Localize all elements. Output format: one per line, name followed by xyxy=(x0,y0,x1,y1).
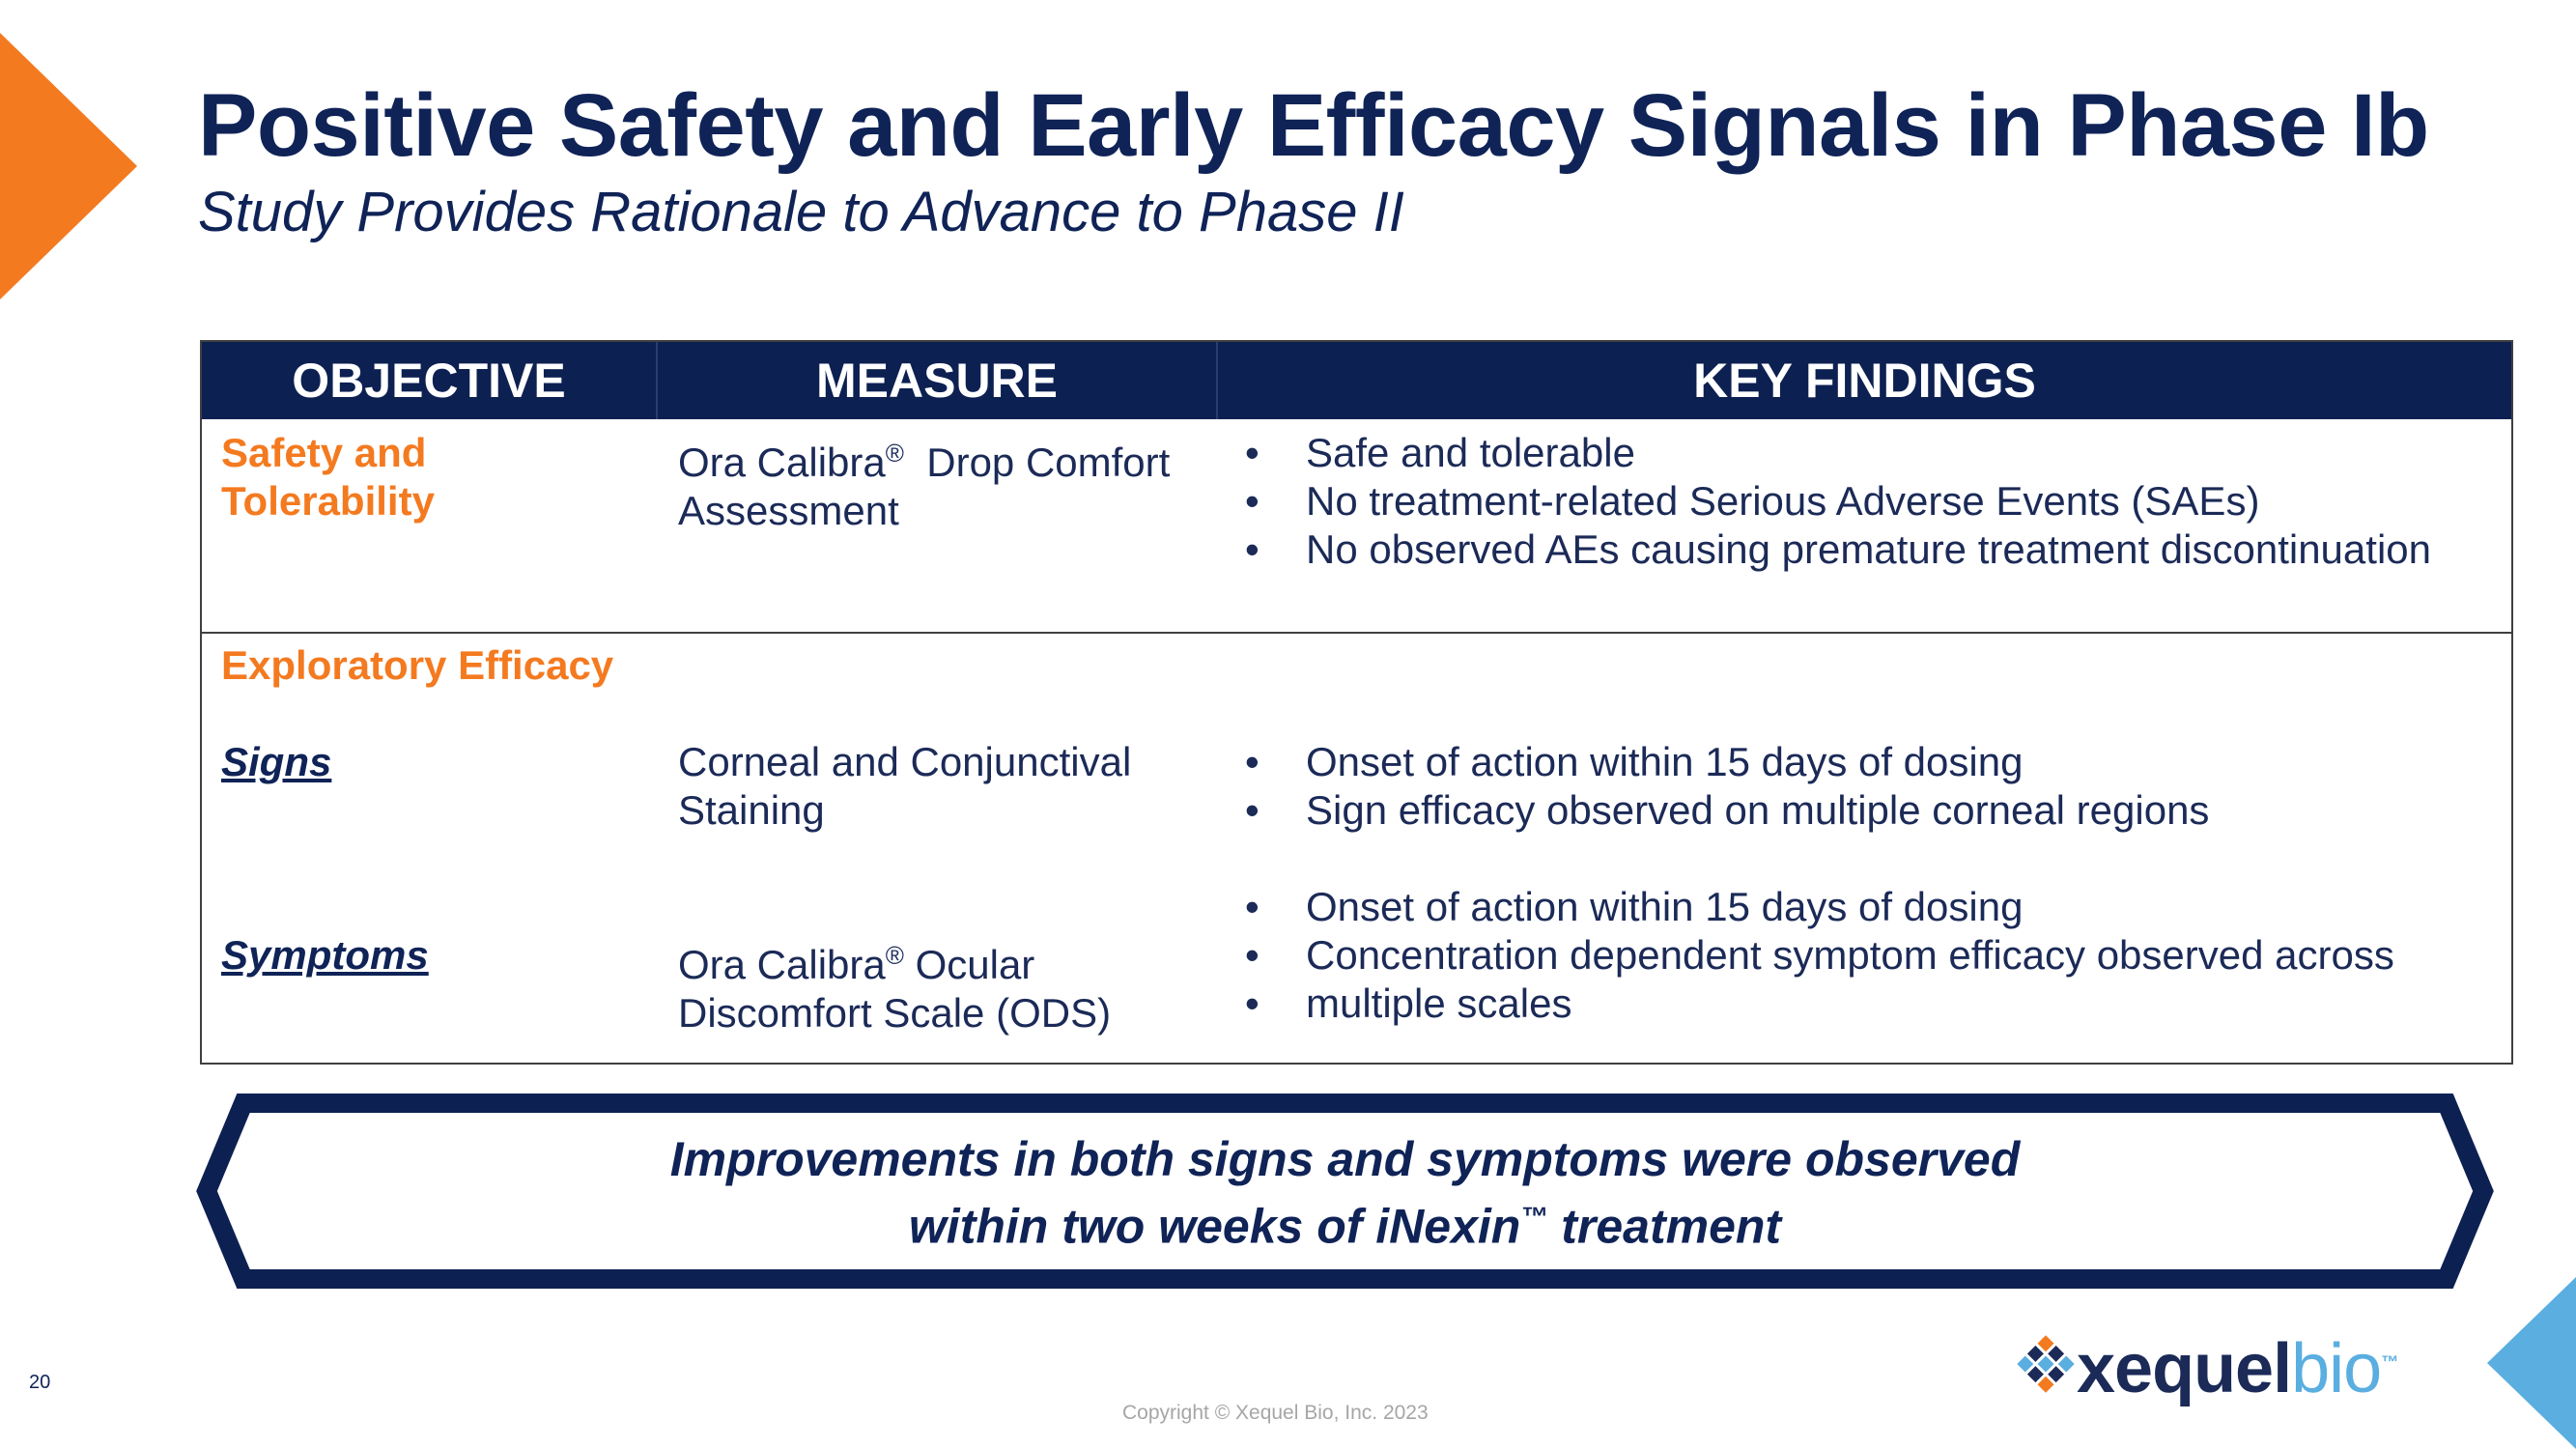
list-item: Concentration dependent symptom efficacy… xyxy=(1235,931,2394,980)
logo-wordmark: xequelbio™ xyxy=(2077,1323,2398,1407)
measure-text: Drop Comfort xyxy=(903,440,1171,485)
blue-corner-triangle xyxy=(2487,1277,2576,1449)
objective-safety-line2: Tolerability xyxy=(221,478,435,524)
orange-corner-triangle xyxy=(0,33,137,299)
findings-safety-list: Safe and tolerable No treatment-related … xyxy=(1235,429,2431,574)
measure-drop-comfort-line2: Assessment xyxy=(678,488,899,533)
findings-symptoms-list: Onset of action within 15 days of dosing… xyxy=(1235,883,2394,1028)
summary-banner-frame xyxy=(196,1094,2494,1289)
measure-drop-comfort: Ora Calibra® Drop Comfort Assessment xyxy=(678,429,1170,535)
summary-banner-text: Improvements in both signs and symptoms … xyxy=(193,1130,2497,1256)
measure-staining-line1: Corneal and Conjunctival xyxy=(678,739,1132,784)
objective-signs: Signs xyxy=(221,739,332,784)
logo-text-bio: bio xyxy=(2291,1330,2382,1407)
logo-diamond-icon xyxy=(2017,1335,2075,1393)
findings-table: OBJECTIVE MEASURE KEY FINDINGS Safety an… xyxy=(200,340,2513,1065)
page-number: 20 xyxy=(29,1372,51,1393)
logo-trademark: ™ xyxy=(2381,1352,2398,1372)
objective-symptoms: Symptoms xyxy=(221,932,429,978)
table-row-safety: Safety and Tolerability Ora Calibra® Dro… xyxy=(202,419,2511,634)
slide-title: Positive Safety and Early Efficacy Signa… xyxy=(198,76,2429,175)
measure-staining: Corneal and Conjunctival Staining xyxy=(678,738,1131,835)
objective-exploratory-efficacy: Exploratory Efficacy xyxy=(221,642,614,688)
measure-drop-comfort-line1: Ora Calibra® Drop Comfort xyxy=(678,429,1170,487)
list-item: No observed AEs causing premature treatm… xyxy=(1235,526,2431,574)
list-item: Onset of action within 15 days of dosing xyxy=(1235,738,2209,786)
measure-ods-line2: Discomfort Scale (ODS) xyxy=(678,990,1112,1036)
header-measure: MEASURE xyxy=(658,342,1218,419)
measure-text: Ocular xyxy=(903,942,1035,987)
list-item: Sign efficacy observed on multiple corne… xyxy=(1235,786,2209,835)
registered-mark: ® xyxy=(885,941,904,970)
banner-text: treatment xyxy=(1547,1199,1782,1254)
measure-staining-line2: Staining xyxy=(678,787,825,833)
copyright-notice: Copyright © Xequel Bio, Inc. 2023 xyxy=(1122,1402,1429,1424)
objective-safety-line1: Safety and xyxy=(221,430,427,475)
measure-ods-line1: Ora Calibra® Ocular xyxy=(678,931,1111,989)
table-header: OBJECTIVE MEASURE KEY FINDINGS xyxy=(202,342,2511,419)
objective-safety: Safety and Tolerability xyxy=(221,429,435,526)
slide-subtitle: Study Provides Rationale to Advance to P… xyxy=(198,181,1404,243)
measure-ods: Ora Calibra® Ocular Discomfort Scale (OD… xyxy=(678,931,1111,1037)
measure-text: Ora Calibra xyxy=(678,440,886,485)
list-item: Onset of action within 15 days of dosing xyxy=(1235,883,2394,931)
continuation-text: multiple scales xyxy=(1306,980,1572,1026)
findings-signs-list: Onset of action within 15 days of dosing… xyxy=(1235,738,2209,835)
trademark-mark: ™ xyxy=(1520,1202,1548,1232)
measure-text: Ora Calibra xyxy=(678,942,886,987)
registered-mark: ® xyxy=(885,439,904,468)
list-item-continuation: multiple scales xyxy=(1235,980,2394,1028)
banner-line1: Improvements in both signs and symptoms … xyxy=(669,1132,2021,1186)
header-objective: OBJECTIVE xyxy=(202,342,658,419)
header-key-findings: KEY FINDINGS xyxy=(1693,354,2036,408)
xequelbio-logo: xequelbio™ xyxy=(2017,1323,2461,1407)
banner-line2: within two weeks of iNexin™ treatment xyxy=(193,1188,2497,1256)
list-item: No treatment-related Serious Adverse Eve… xyxy=(1235,477,2431,526)
list-item: Safe and tolerable xyxy=(1235,429,2431,477)
logo-text-xequel: xequel xyxy=(2077,1330,2292,1407)
table-row-efficacy: Exploratory Efficacy Signs Corneal and C… xyxy=(202,632,2511,1065)
banner-text: within two weeks of iNexin xyxy=(908,1199,1521,1254)
